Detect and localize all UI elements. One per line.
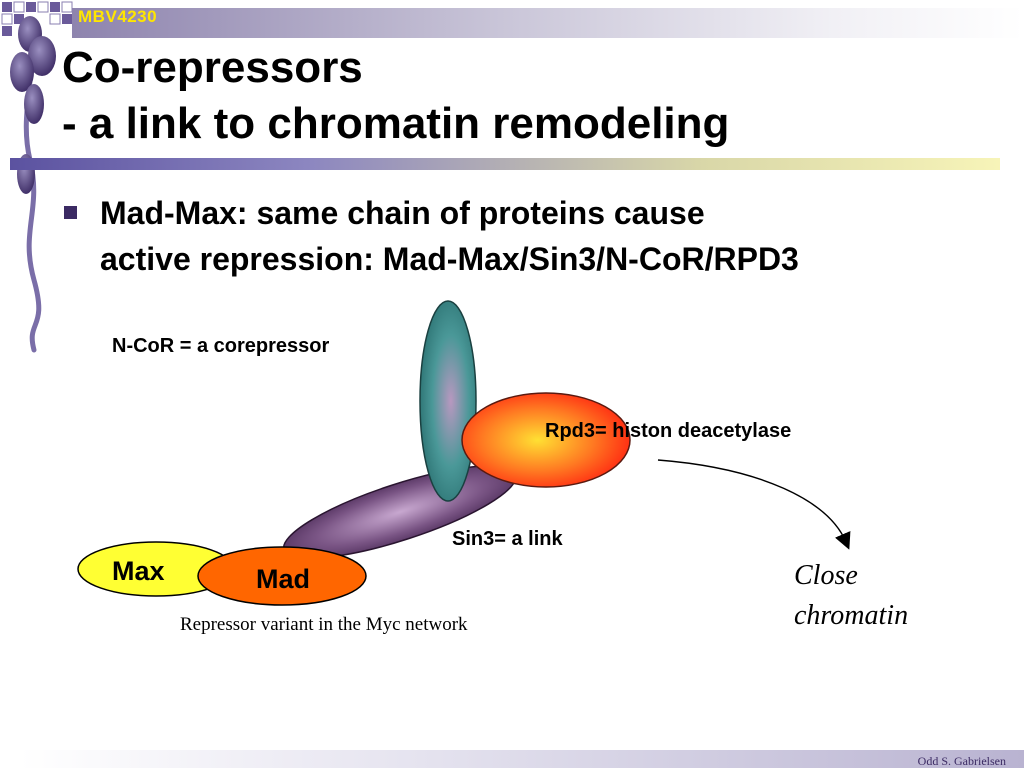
- bead-decor: [24, 84, 44, 124]
- mad-protein: [197, 546, 367, 606]
- sin3-label: Sin3= a link: [452, 528, 563, 550]
- page-title: Co-repressors - a link to chromatin remo…: [62, 40, 729, 152]
- bullet-line-1: Mad-Max: same chain of proteins cause: [100, 195, 705, 231]
- outcome-line-2: chromatin: [794, 600, 909, 631]
- title-line-1: Co-repressors: [62, 43, 363, 92]
- mad-label: Mad: [256, 564, 310, 594]
- bead-decor: [10, 52, 34, 92]
- bead-decor: [28, 36, 56, 76]
- rpd3-protein: [461, 392, 631, 488]
- bullet-text: Mad-Max: same chain of proteins cause ac…: [100, 190, 1000, 282]
- checker-decor: [1, 1, 73, 36]
- title-line-2: - a link to chromatin remodeling: [62, 99, 730, 148]
- max-label: Max: [112, 556, 165, 586]
- diagram-caption: Repressor variant in the Myc network: [180, 614, 468, 635]
- course-code: MBV4230: [78, 7, 158, 26]
- footer-band: [20, 750, 1024, 768]
- title-divider: [10, 158, 1000, 170]
- ncor-label: N-CoR = a corepressor: [112, 335, 330, 357]
- outcome-line-1: Close: [794, 560, 858, 591]
- author-credit: Odd S. Gabrielsen: [917, 754, 1006, 768]
- bullet-line-2: active repression: Mad-Max/Sin3/N-CoR/RP…: [100, 241, 799, 277]
- header-band: [72, 8, 1024, 38]
- rpd3-label: Rpd3= histon deacetylase: [545, 420, 792, 442]
- outcome-note: Close chromatin: [794, 556, 964, 636]
- bullet-square-icon: [64, 206, 77, 219]
- chromatin-arrow: [657, 459, 851, 550]
- ncor-protein: [419, 300, 477, 502]
